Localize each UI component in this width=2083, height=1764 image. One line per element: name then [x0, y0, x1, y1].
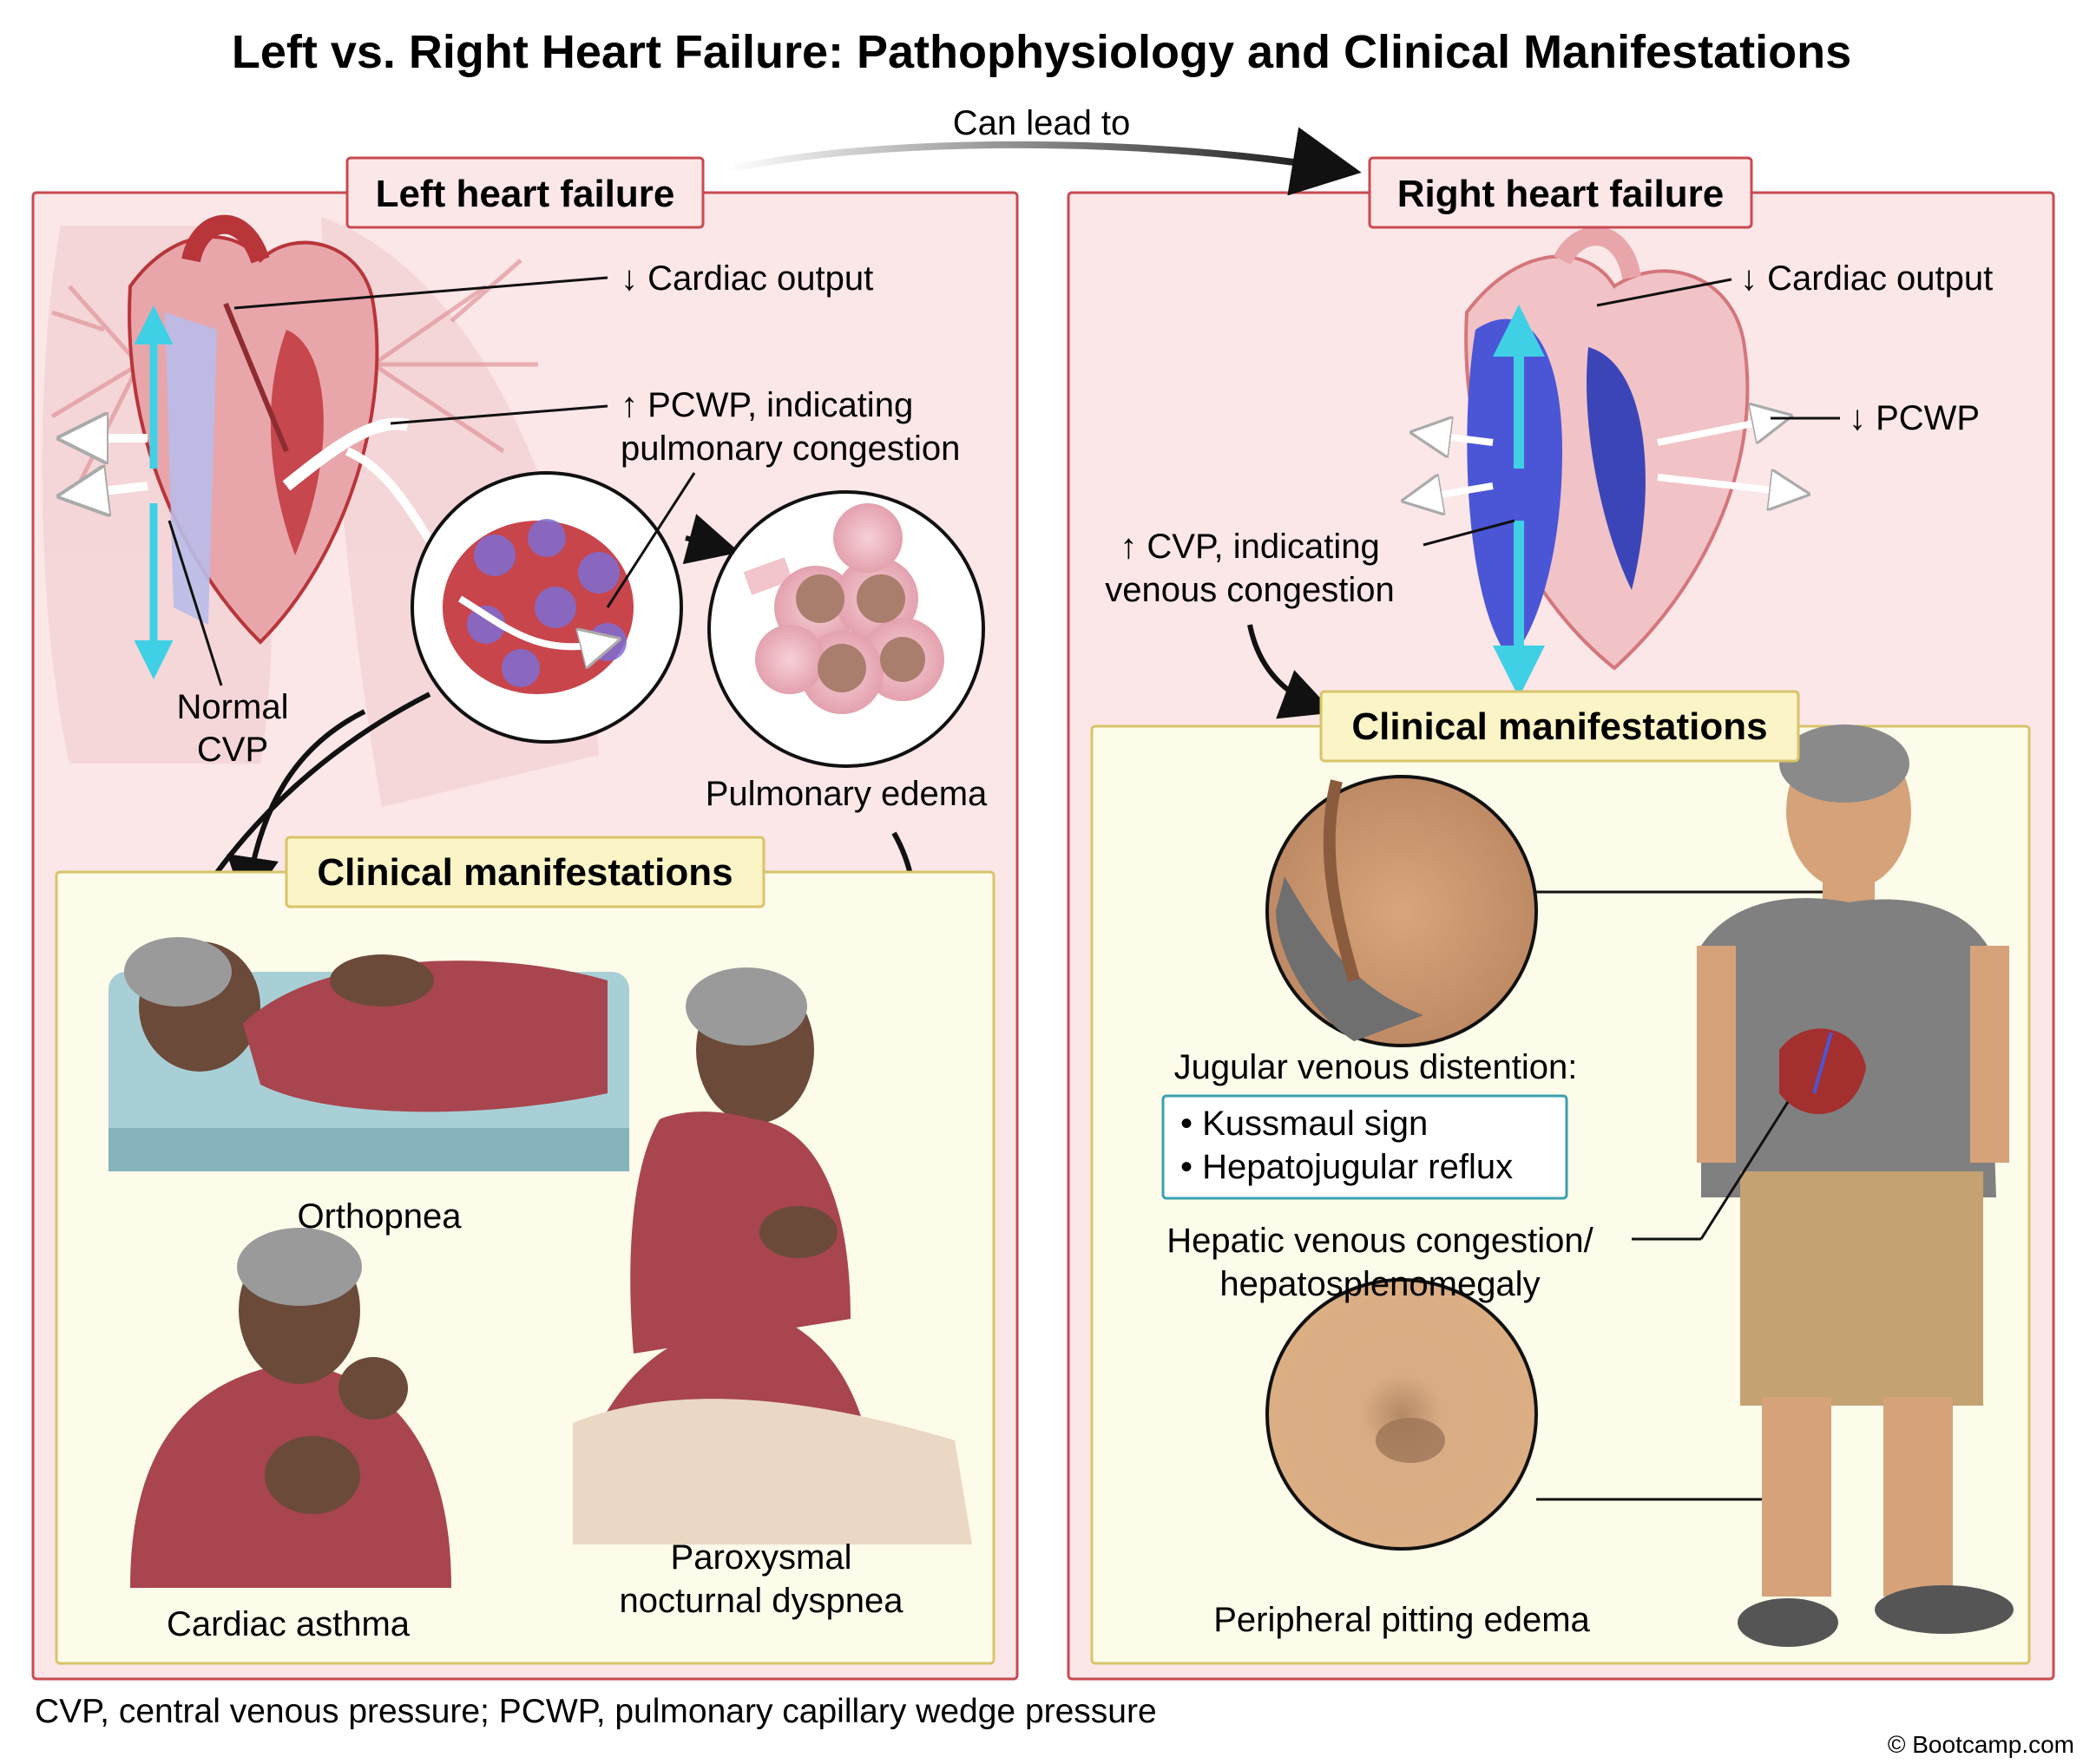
leader-normal-cvp — [168, 520, 223, 686]
flow-arrow-white — [1657, 418, 1779, 446]
arrow-to-right-manifestations — [1247, 624, 1334, 719]
leader-hepatic-liver — [1699, 1101, 1790, 1240]
arrow-to-edema — [682, 514, 740, 565]
right-cardiac-output-label: ↓ Cardiac output — [1740, 259, 1993, 298]
pulmonary-edema-label: Pulmonary edema — [706, 775, 988, 813]
jvd-label: Jugular venous distention: — [1174, 1048, 1578, 1086]
leader-cardiac-output-left — [233, 276, 608, 310]
page-title: Left vs. Right Heart Failure: Pathophysi… — [232, 26, 1851, 78]
right-heart-illustration — [1464, 226, 1750, 671]
orthopnea-illustration — [108, 937, 629, 1171]
leader-pcwp-alveolus — [606, 472, 696, 608]
capillary-closeup-circle — [411, 471, 683, 744]
left-pcwp-label-1: ↑ PCWP, indicating — [621, 386, 913, 424]
arrow-to-manifestations — [227, 709, 366, 909]
flow-arrow-white — [1415, 486, 1494, 499]
leader-cardiac-output-right — [1596, 278, 1732, 307]
left-header-tab — [345, 156, 705, 229]
pnd-label-1: Paroxysmal — [671, 1538, 852, 1577]
pnd-label-2: nocturnal dyspnea — [620, 1582, 904, 1620]
left-manifestations-title: Clinical manifestations — [317, 851, 733, 894]
right-pcwp-label: ↓ PCWP — [1849, 399, 1980, 437]
pulmonary-edema-circle — [707, 490, 985, 768]
pitting-edema-circle — [1265, 1278, 1538, 1551]
patient-figure — [1697, 725, 2014, 1647]
cardiac-asthma-label: Cardiac asthma — [167, 1605, 411, 1643]
normal-cvp-label-1: Normal — [177, 688, 289, 726]
right-manifestations-tab — [1319, 690, 1800, 763]
right-cvp-label-1: ↑ CVP, indicating — [1120, 528, 1379, 566]
jvd-sign-hepatojugular: • Hepatojugular reflux — [1180, 1148, 1513, 1186]
left-header-title: Left heart failure — [376, 173, 675, 215]
can-lead-to-label: Can lead to — [953, 104, 1131, 142]
jvd-closeup-circle — [1265, 775, 1538, 1047]
hepatic-label-2: hepatosplenomegaly — [1219, 1265, 1540, 1303]
right-manifestations-title: Clinical manifestations — [1351, 705, 1767, 748]
pitting-edema-label: Peripheral pitting edema — [1213, 1601, 1590, 1639]
jvd-sign-kussmaul: • Kussmaul sign — [1180, 1105, 1428, 1143]
jvd-signs-box — [1161, 1094, 1568, 1200]
pnd-illustration — [573, 967, 972, 1544]
can-lead-to-arrow — [728, 127, 1362, 196]
left-manifestations-tab — [285, 836, 766, 908]
left-cardiac-output-label: ↓ Cardiac output — [621, 259, 873, 298]
leader-cvp-right — [1423, 519, 1515, 547]
flow-arrow-white — [1657, 477, 1797, 493]
copyright: © Bootcamp.com — [1888, 1731, 2074, 1758]
orthopnea-label: Orthopnea — [297, 1197, 462, 1236]
leader-pcwp-left — [390, 404, 608, 425]
flow-arrow-white — [1423, 434, 1494, 443]
left-pcwp-label-2: pulmonary congestion — [621, 430, 960, 468]
hepatic-label-1: Hepatic venous congestion/ — [1166, 1222, 1593, 1260]
footnote: CVP, central venous pressure; PCWP, pulm… — [35, 1693, 1157, 1730]
right-header-title: Right heart failure — [1397, 173, 1725, 215]
right-header-tab — [1368, 156, 1753, 229]
cardiac-asthma-illustration — [130, 1228, 451, 1588]
right-cvp-label-2: venous congestion — [1105, 571, 1395, 609]
flow-arrow-white — [74, 486, 148, 495]
normal-cvp-label-2: CVP — [197, 731, 268, 769]
